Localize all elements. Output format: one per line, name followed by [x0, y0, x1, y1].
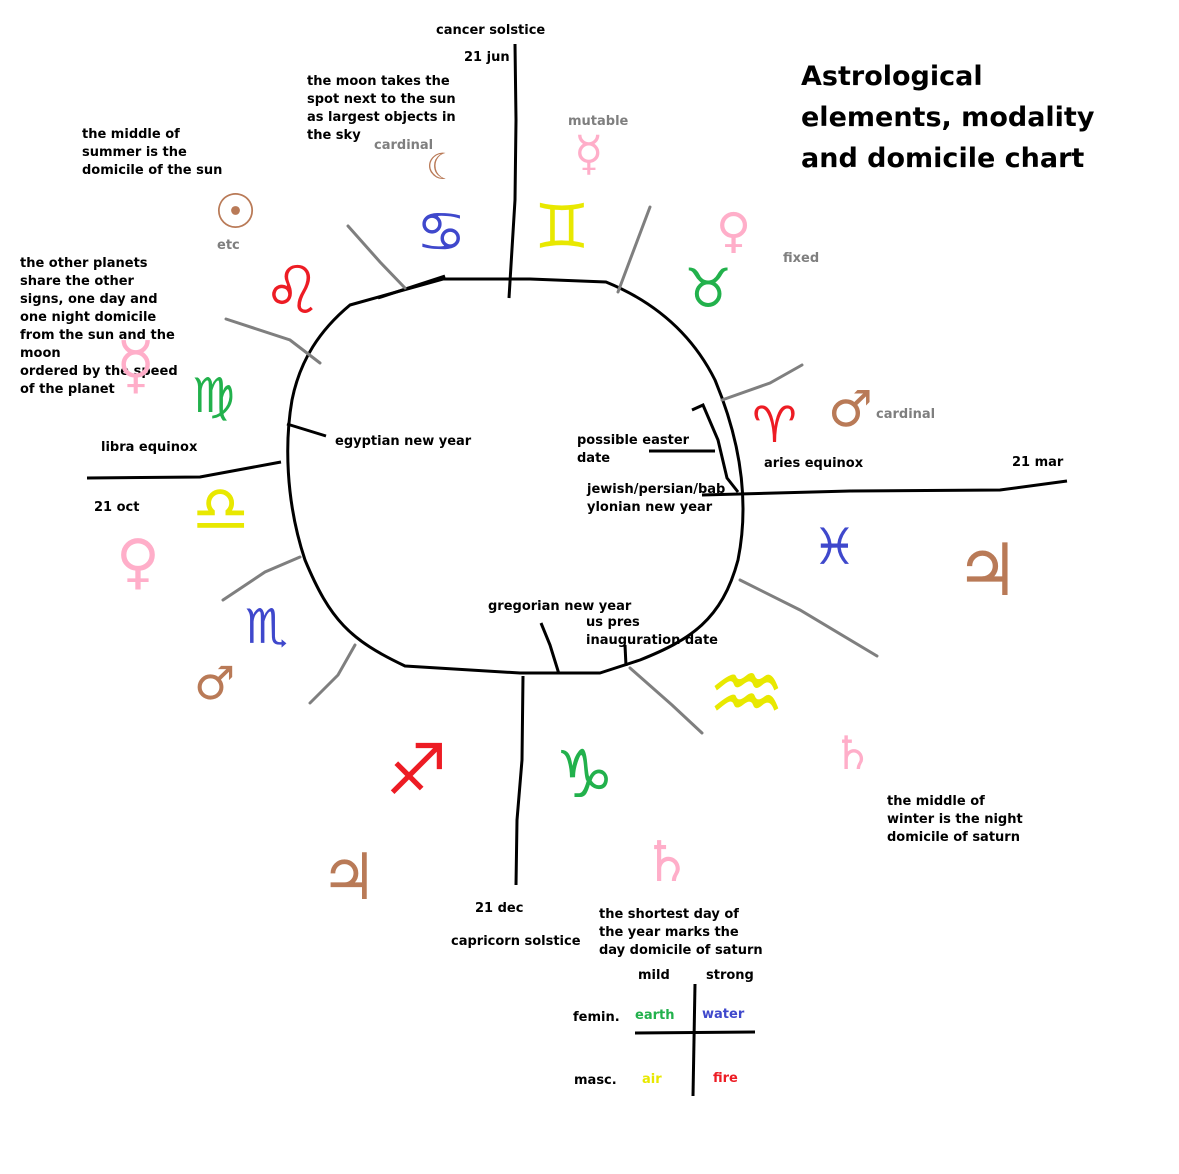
us-inauguration-pointer	[623, 644, 628, 667]
libra-equinox-line	[86, 460, 282, 480]
jewish-new-year-pointer	[691, 403, 740, 493]
cancer-solstice-label: cancer solstice	[436, 23, 546, 38]
virgo-sign-icon: ♍	[192, 368, 236, 424]
jupiter-icon-sagittarius: ♃	[320, 841, 378, 915]
october-21-label: 21 oct	[94, 500, 140, 515]
saturn-icon-aquarius: ♄	[832, 726, 874, 780]
shortest-day-note: the shortest day of the year marks the d…	[599, 907, 763, 958]
december-21-label: 21 dec	[475, 901, 524, 916]
aquarius-sign-icon: ♒	[707, 642, 786, 745]
other-planets-note: the other planets share the other signs,…	[20, 256, 178, 397]
legend-strong-header: strong	[706, 968, 754, 983]
venus-icon-taurus: ♀	[716, 203, 752, 259]
egyptian-new-year-pointer	[286, 422, 327, 438]
moon-note: the moon takes the spot next to the sun …	[307, 74, 456, 143]
capricorn-solstice-line	[514, 675, 525, 886]
libra-equinox-label: libra equinox	[101, 440, 198, 455]
libra-sign-icon: ♎	[192, 473, 250, 547]
sagittarius-sign-icon: ♐	[385, 729, 448, 811]
cardinal-modality-label-top: cardinal	[374, 138, 434, 153]
aries-equinox-label: aries equinox	[764, 456, 864, 471]
cancer-sign-icon: ♋	[416, 200, 467, 265]
mars-icon-scorpio: ♂	[194, 656, 236, 710]
legend-water: water	[702, 1007, 745, 1022]
sun-icon: ☉	[214, 184, 258, 240]
jewish-persian-babylonian-new-year-label: jewish/persian/bab ylonian new year	[587, 482, 726, 515]
legend-horizontal-line	[634, 1030, 756, 1035]
scorpio-sign-icon: ♏	[245, 599, 289, 655]
saturn-icon-capricorn: ♄	[642, 830, 693, 895]
gemini-sign-icon: ♊	[534, 190, 590, 263]
jupiter-icon-pisces: ♃	[955, 528, 1020, 612]
mutable-modality-label: mutable	[568, 114, 629, 129]
pisces-sign-icon: ♓	[812, 518, 857, 576]
winter-saturn-note: the middle of winter is the night domici…	[887, 794, 1023, 845]
chart-title: Astrological elements, modality and domi…	[801, 61, 1095, 174]
fixed-modality-label: fixed	[783, 251, 820, 266]
legend-fire: fire	[713, 1071, 738, 1086]
us-inauguration-label: us pres inauguration date	[586, 615, 718, 648]
legend-air: air	[642, 1072, 662, 1087]
taurus-sign-icon: ♉	[684, 257, 733, 320]
legend-mild-header: mild	[638, 968, 670, 983]
sign-division-lines	[221, 205, 879, 735]
legend-earth: earth	[635, 1008, 675, 1023]
summer-sun-note: the middle of summer is the domicile of …	[82, 127, 223, 178]
easter-date-label: possible easter date	[577, 433, 690, 466]
cancer-solstice-line	[507, 43, 518, 299]
venus-icon-libra: ♀	[116, 527, 160, 597]
march-21-label: 21 mar	[1012, 455, 1064, 470]
egyptian-new-year-label: egyptian new year	[335, 434, 472, 449]
capricorn-solstice-label: capricorn solstice	[451, 934, 581, 949]
wheel-outline	[286, 277, 745, 675]
legend-masculine-row: masc.	[574, 1073, 617, 1088]
legend-feminine-row: femin.	[573, 1010, 620, 1025]
mars-icon-aries: ♂	[828, 380, 873, 438]
gregorian-new-year-label: gregorian new year	[488, 599, 632, 614]
leo-sign-icon: ♌	[263, 252, 323, 329]
etc-label: etc	[217, 238, 240, 253]
aries-sign-icon: ♈	[752, 396, 797, 454]
mercury-icon-gemini: ☿	[574, 126, 604, 182]
mercury-icon-virgo: ☿	[116, 329, 156, 403]
legend-vertical-line	[691, 983, 697, 1097]
capricorn-sign-icon: ♑	[555, 736, 615, 813]
gregorian-pointer	[539, 622, 561, 675]
june-21-label: 21 jun	[464, 50, 510, 65]
aries-equinox-line	[701, 479, 1068, 497]
wheel-tick-top	[377, 274, 446, 300]
moon-icon: ☾	[426, 147, 459, 188]
cardinal-modality-label-right: cardinal	[876, 407, 936, 422]
